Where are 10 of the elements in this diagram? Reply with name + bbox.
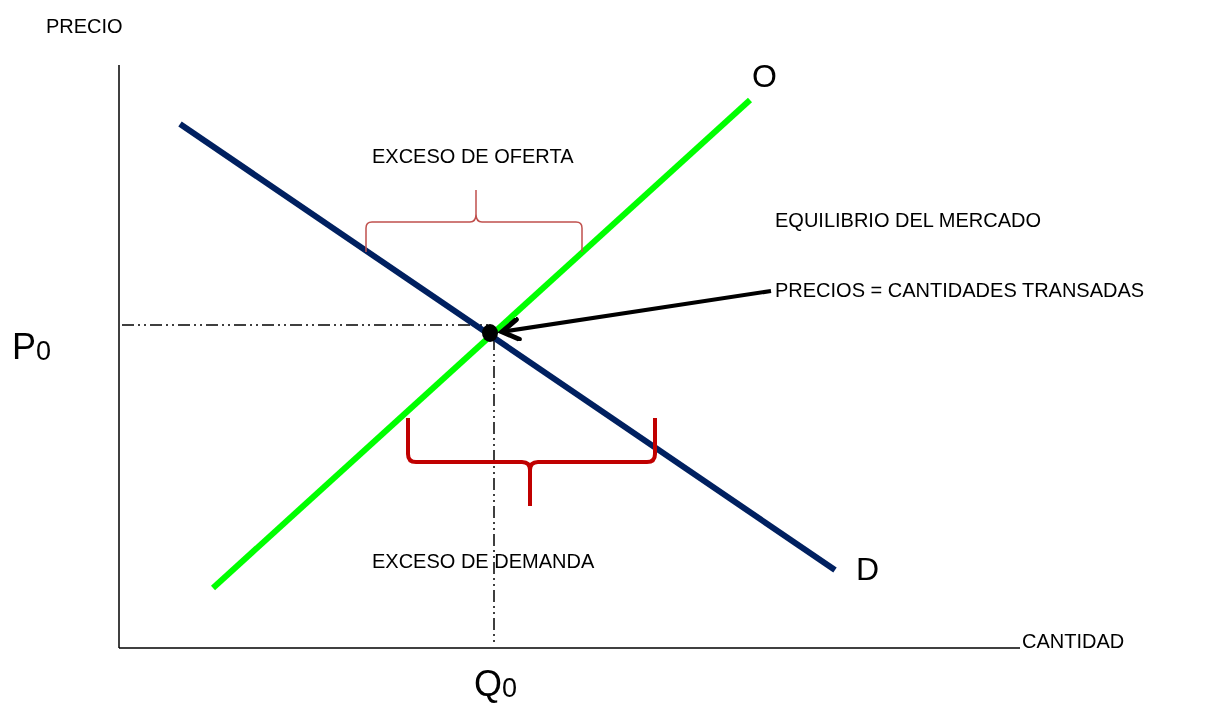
bracket-label: EXCESO DE DEMANDA [372, 551, 595, 571]
bracket-label: EXCESO DE OFERTA [372, 146, 574, 166]
curve-label: D [856, 553, 880, 585]
annotation-text: PRECIOS = CANTIDADES TRANSADAS [775, 280, 1145, 300]
arrow [499, 289, 772, 342]
axis-title: CANTIDAD [1022, 631, 1125, 651]
curve-label: O [752, 60, 777, 92]
annotation-text: EQUILIBRIO DEL MERCADO [775, 210, 1041, 230]
equilibrium-point [482, 324, 498, 342]
axis-title: PRECIO [46, 16, 123, 36]
